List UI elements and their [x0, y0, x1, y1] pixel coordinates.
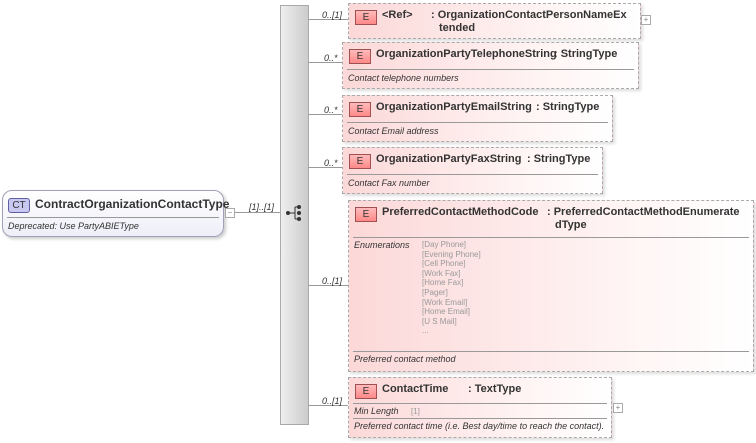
- divider: [7, 217, 219, 218]
- divider: [347, 69, 634, 70]
- sequence-icon[interactable]: [285, 204, 305, 222]
- enum-value: [Work Fax]: [422, 268, 461, 278]
- complex-type-box[interactable]: CT ContractOrganizationContactType Depre…: [2, 190, 229, 237]
- element-doc: Contact Email address: [348, 126, 439, 136]
- enum-value: [Home Email]: [422, 307, 471, 317]
- element-name: OrganizationPartyFaxString: [376, 153, 522, 165]
- connector: [308, 167, 342, 168]
- type-doc: Deprecated: Use PartyABIEType: [8, 221, 139, 231]
- element-doc: Preferred contact time (i.e. Best day/ti…: [354, 421, 605, 431]
- element-type: : StringType: [554, 48, 618, 60]
- element-badge: E: [349, 154, 371, 169]
- expand-icon[interactable]: +: [613, 403, 623, 413]
- expand-icon[interactable]: +: [641, 15, 651, 25]
- enum-value: [Evening Phone]: [422, 249, 481, 259]
- element-badge: E: [349, 49, 371, 64]
- enum-value: [Work Email]: [422, 297, 468, 307]
- element-badge: E: [355, 384, 377, 399]
- element-type: : PreferredContactMethodEnumerate: [547, 206, 740, 218]
- ct-badge: CT: [8, 198, 30, 213]
- element-type: : StringType: [536, 101, 600, 113]
- element-preferred-contact-method[interactable]: E PreferredContactMethodCode : Preferred…: [348, 200, 754, 372]
- type-name: ContractOrganizationContactType: [35, 197, 230, 211]
- element-email[interactable]: E OrganizationPartyEmailString : StringT…: [342, 95, 613, 142]
- element-type-cont: dType: [555, 219, 587, 231]
- element-telephone[interactable]: E OrganizationPartyTelephoneString : Str…: [342, 42, 639, 89]
- connector: [235, 212, 280, 213]
- facet-value: [1]: [411, 407, 420, 416]
- element-name: <Ref>: [382, 9, 413, 21]
- element-name: ContactTime: [382, 383, 449, 395]
- cardinality: 0..*: [324, 105, 338, 115]
- element-name: PreferredContactMethodCode: [382, 206, 539, 218]
- element-ref[interactable]: E <Ref> : OrganizationContactPersonNameE…: [348, 3, 641, 39]
- connector: [308, 405, 348, 406]
- cardinality: [1]..[1]: [249, 202, 275, 212]
- enum-value: ...: [422, 326, 429, 336]
- connector: [308, 62, 342, 63]
- connector: [308, 285, 348, 286]
- cardinality: 0..*: [324, 158, 338, 168]
- element-doc: Contact Fax number: [348, 178, 430, 188]
- element-type: : TextType: [468, 383, 522, 395]
- enum-value: [Pager]: [422, 287, 448, 297]
- cardinality: 0..[1]: [322, 276, 343, 286]
- element-badge: E: [349, 102, 371, 117]
- element-type: : OrganizationContactPersonNameEx: [431, 9, 627, 21]
- enum-value: [Home Fax]: [422, 278, 464, 288]
- divider: [353, 418, 607, 419]
- element-badge: E: [355, 207, 377, 222]
- facet-label: Min Length: [354, 406, 399, 416]
- divider: [347, 174, 598, 175]
- connector: [308, 114, 342, 115]
- enumerations-label: Enumerations: [354, 240, 410, 250]
- element-badge: E: [355, 10, 377, 25]
- cardinality: 0..[1]: [322, 10, 343, 20]
- enum-value: [Day Phone]: [422, 240, 467, 249]
- cardinality: 0..[1]: [322, 396, 343, 406]
- cardinality: 0..*: [324, 53, 338, 63]
- enumeration-list: [Day Phone] [Evening Phone] [Cell Phone]…: [422, 240, 481, 336]
- element-doc: Contact telephone numbers: [348, 73, 459, 83]
- connector: [308, 19, 348, 20]
- element-doc: Preferred contact method: [354, 354, 456, 364]
- enum-value: [U S Mail]: [422, 316, 457, 326]
- divider: [347, 122, 608, 123]
- divider: [353, 403, 607, 404]
- divider: [353, 351, 749, 352]
- collapse-icon[interactable]: −: [225, 208, 235, 218]
- divider: [353, 237, 749, 238]
- element-type-cont: tended: [439, 22, 476, 34]
- element-fax[interactable]: E OrganizationPartyFaxString : StringTyp…: [342, 147, 603, 194]
- element-type: : StringType: [527, 153, 591, 165]
- element-contact-time[interactable]: E ContactTime : TextType Min Length [1] …: [348, 377, 612, 438]
- element-name: OrganizationPartyEmailString: [376, 101, 532, 113]
- element-name: OrganizationPartyTelephoneString: [376, 48, 557, 60]
- enum-value: [Cell Phone]: [422, 259, 466, 269]
